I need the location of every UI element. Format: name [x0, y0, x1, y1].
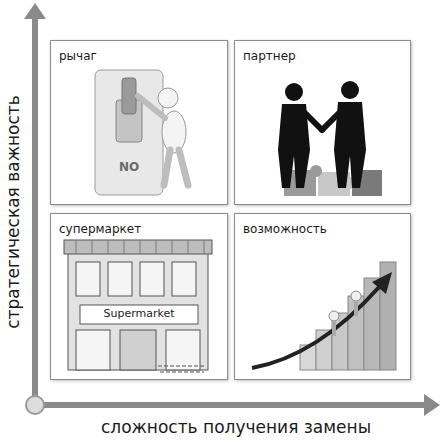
quadrant-box: партнер: [234, 40, 411, 205]
axis-label: сложность получения замены: [101, 418, 371, 438]
box-ground: [50, 40, 228, 205]
growth-illustration: [252, 262, 396, 370]
quadrant-heading: возможность: [235, 214, 327, 236]
quadrant-box: возможность: [234, 213, 411, 380]
store-illustration: [64, 240, 212, 372]
quadrant-heading: супермаркет: [51, 214, 141, 236]
box-ground: [234, 213, 411, 380]
quadrant-heading: рычаг: [51, 41, 97, 63]
switch-text: NO: [119, 161, 139, 175]
x-axis: [35, 402, 426, 408]
quadrant-box: супермаркет: [50, 213, 228, 380]
handshake-illustration: [278, 81, 382, 196]
quadrant-box: рычаг: [50, 40, 228, 205]
store-sign-text: Supermarket: [103, 308, 174, 321]
lever-illustration: [95, 70, 188, 195]
box-ground: [50, 213, 228, 380]
y-axis: [32, 16, 38, 405]
x-axis-head: [424, 394, 440, 416]
axis-origin: [26, 396, 44, 414]
y-axis-head: [24, 3, 46, 19]
axis-label: стратегическая важность: [4, 95, 24, 329]
quadrant-heading: партнер: [235, 41, 296, 63]
box-ground: [234, 40, 411, 205]
